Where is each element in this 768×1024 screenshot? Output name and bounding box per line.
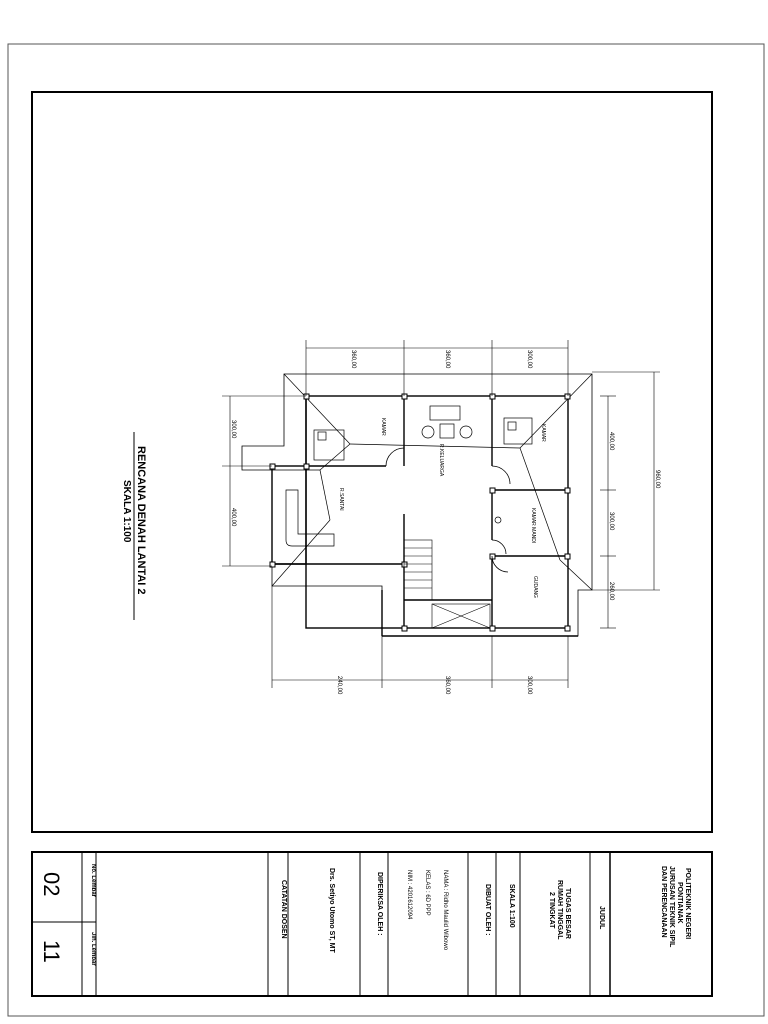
dim-top-2: 360,00 xyxy=(444,350,450,369)
room-ruang-keluarga: R.KELUARGA xyxy=(438,444,444,477)
dim-left-1: 300,00 xyxy=(230,420,236,439)
columns xyxy=(269,393,571,632)
floor-plan-labels: 360,00 360,00 300,00 300,00 400,00 400,0… xyxy=(230,350,660,695)
notes-label: CATATAN DOSEN xyxy=(280,880,287,939)
dim-top-1: 360,00 xyxy=(350,350,356,369)
dim-right-1: 400,00 xyxy=(608,432,614,451)
dim-right-total: 960,00 xyxy=(654,470,660,489)
project-line-1: TUGAS BESAR xyxy=(564,888,571,939)
drawn-by-label: DIBUAT OLEH : xyxy=(484,884,491,936)
drawing-title: RENCANA DENAH LANTAI 2 SKALA 1:100 xyxy=(121,432,147,620)
title-block-scale: SKALA 1:100 xyxy=(508,884,515,928)
doors xyxy=(385,447,511,573)
sheet-total: 11 xyxy=(39,940,64,963)
supervisor-name: Drs. Setiyo Utomo ST, MT xyxy=(328,868,335,954)
room-kamar-right: KAMAR xyxy=(540,424,546,442)
roof-outline xyxy=(241,373,593,637)
room-gudang: GUDANG xyxy=(532,576,538,598)
sheet-border xyxy=(7,43,765,1017)
dim-bottom-3: 300,00 xyxy=(526,676,532,695)
room-kamar-left: KAMAR xyxy=(380,418,386,436)
project-line-3: 2 TINGKAT xyxy=(548,892,555,929)
title-block xyxy=(31,851,713,997)
project-line-2: RUMAH TINGGAL xyxy=(556,880,563,940)
title-block-text: POLITEKNIK NEGERI PONTIANAK JURUSAN TEKN… xyxy=(39,864,691,966)
drawing-frame xyxy=(31,91,713,833)
dim-top-3: 300,00 xyxy=(526,350,532,369)
dim-right-3: 260,00 xyxy=(608,582,614,601)
student-nim: NIM : 4201612094 xyxy=(406,870,412,920)
room-kamar-mandi: KAMAR MANDI xyxy=(530,508,536,543)
dim-right-2: 300,00 xyxy=(608,512,614,531)
stairs xyxy=(403,539,491,629)
checked-by-label: DIPERIKSA OLEH : xyxy=(376,872,383,936)
institution-line-3: JURUSAN TEKNIK SIPIL xyxy=(668,866,675,948)
institution-line-2: PONTIANAK xyxy=(676,882,683,924)
dim-bottom-1: 240,00 xyxy=(336,676,342,695)
judul-label: JUDUL xyxy=(598,906,605,930)
dim-bottom-2: 360,00 xyxy=(444,676,450,695)
dim-left-2: 400,00 xyxy=(230,508,236,527)
room-r-santai: R.SANTAI xyxy=(338,488,344,511)
student-name: NAMA : Ridho Maulid Wibowo xyxy=(442,870,448,951)
dimension-lines xyxy=(222,340,660,688)
student-class: KELAS : 6D PPP xyxy=(424,870,430,916)
plan-scale: SKALA 1:100 xyxy=(121,480,132,543)
plan-title: RENCANA DENAH LANTAI 2 xyxy=(135,446,147,595)
institution-line-1: POLITEKNIK NEGERI xyxy=(684,868,691,939)
floor-plan xyxy=(222,340,660,688)
furniture xyxy=(285,405,533,547)
sheet-total-label: Jlh. Lembar xyxy=(90,932,96,966)
sheet-no-label: No. Lembar xyxy=(90,864,96,898)
institution-line-4: DAN PERENCANAAN xyxy=(660,866,667,938)
sheet-no: 02 xyxy=(39,872,64,896)
